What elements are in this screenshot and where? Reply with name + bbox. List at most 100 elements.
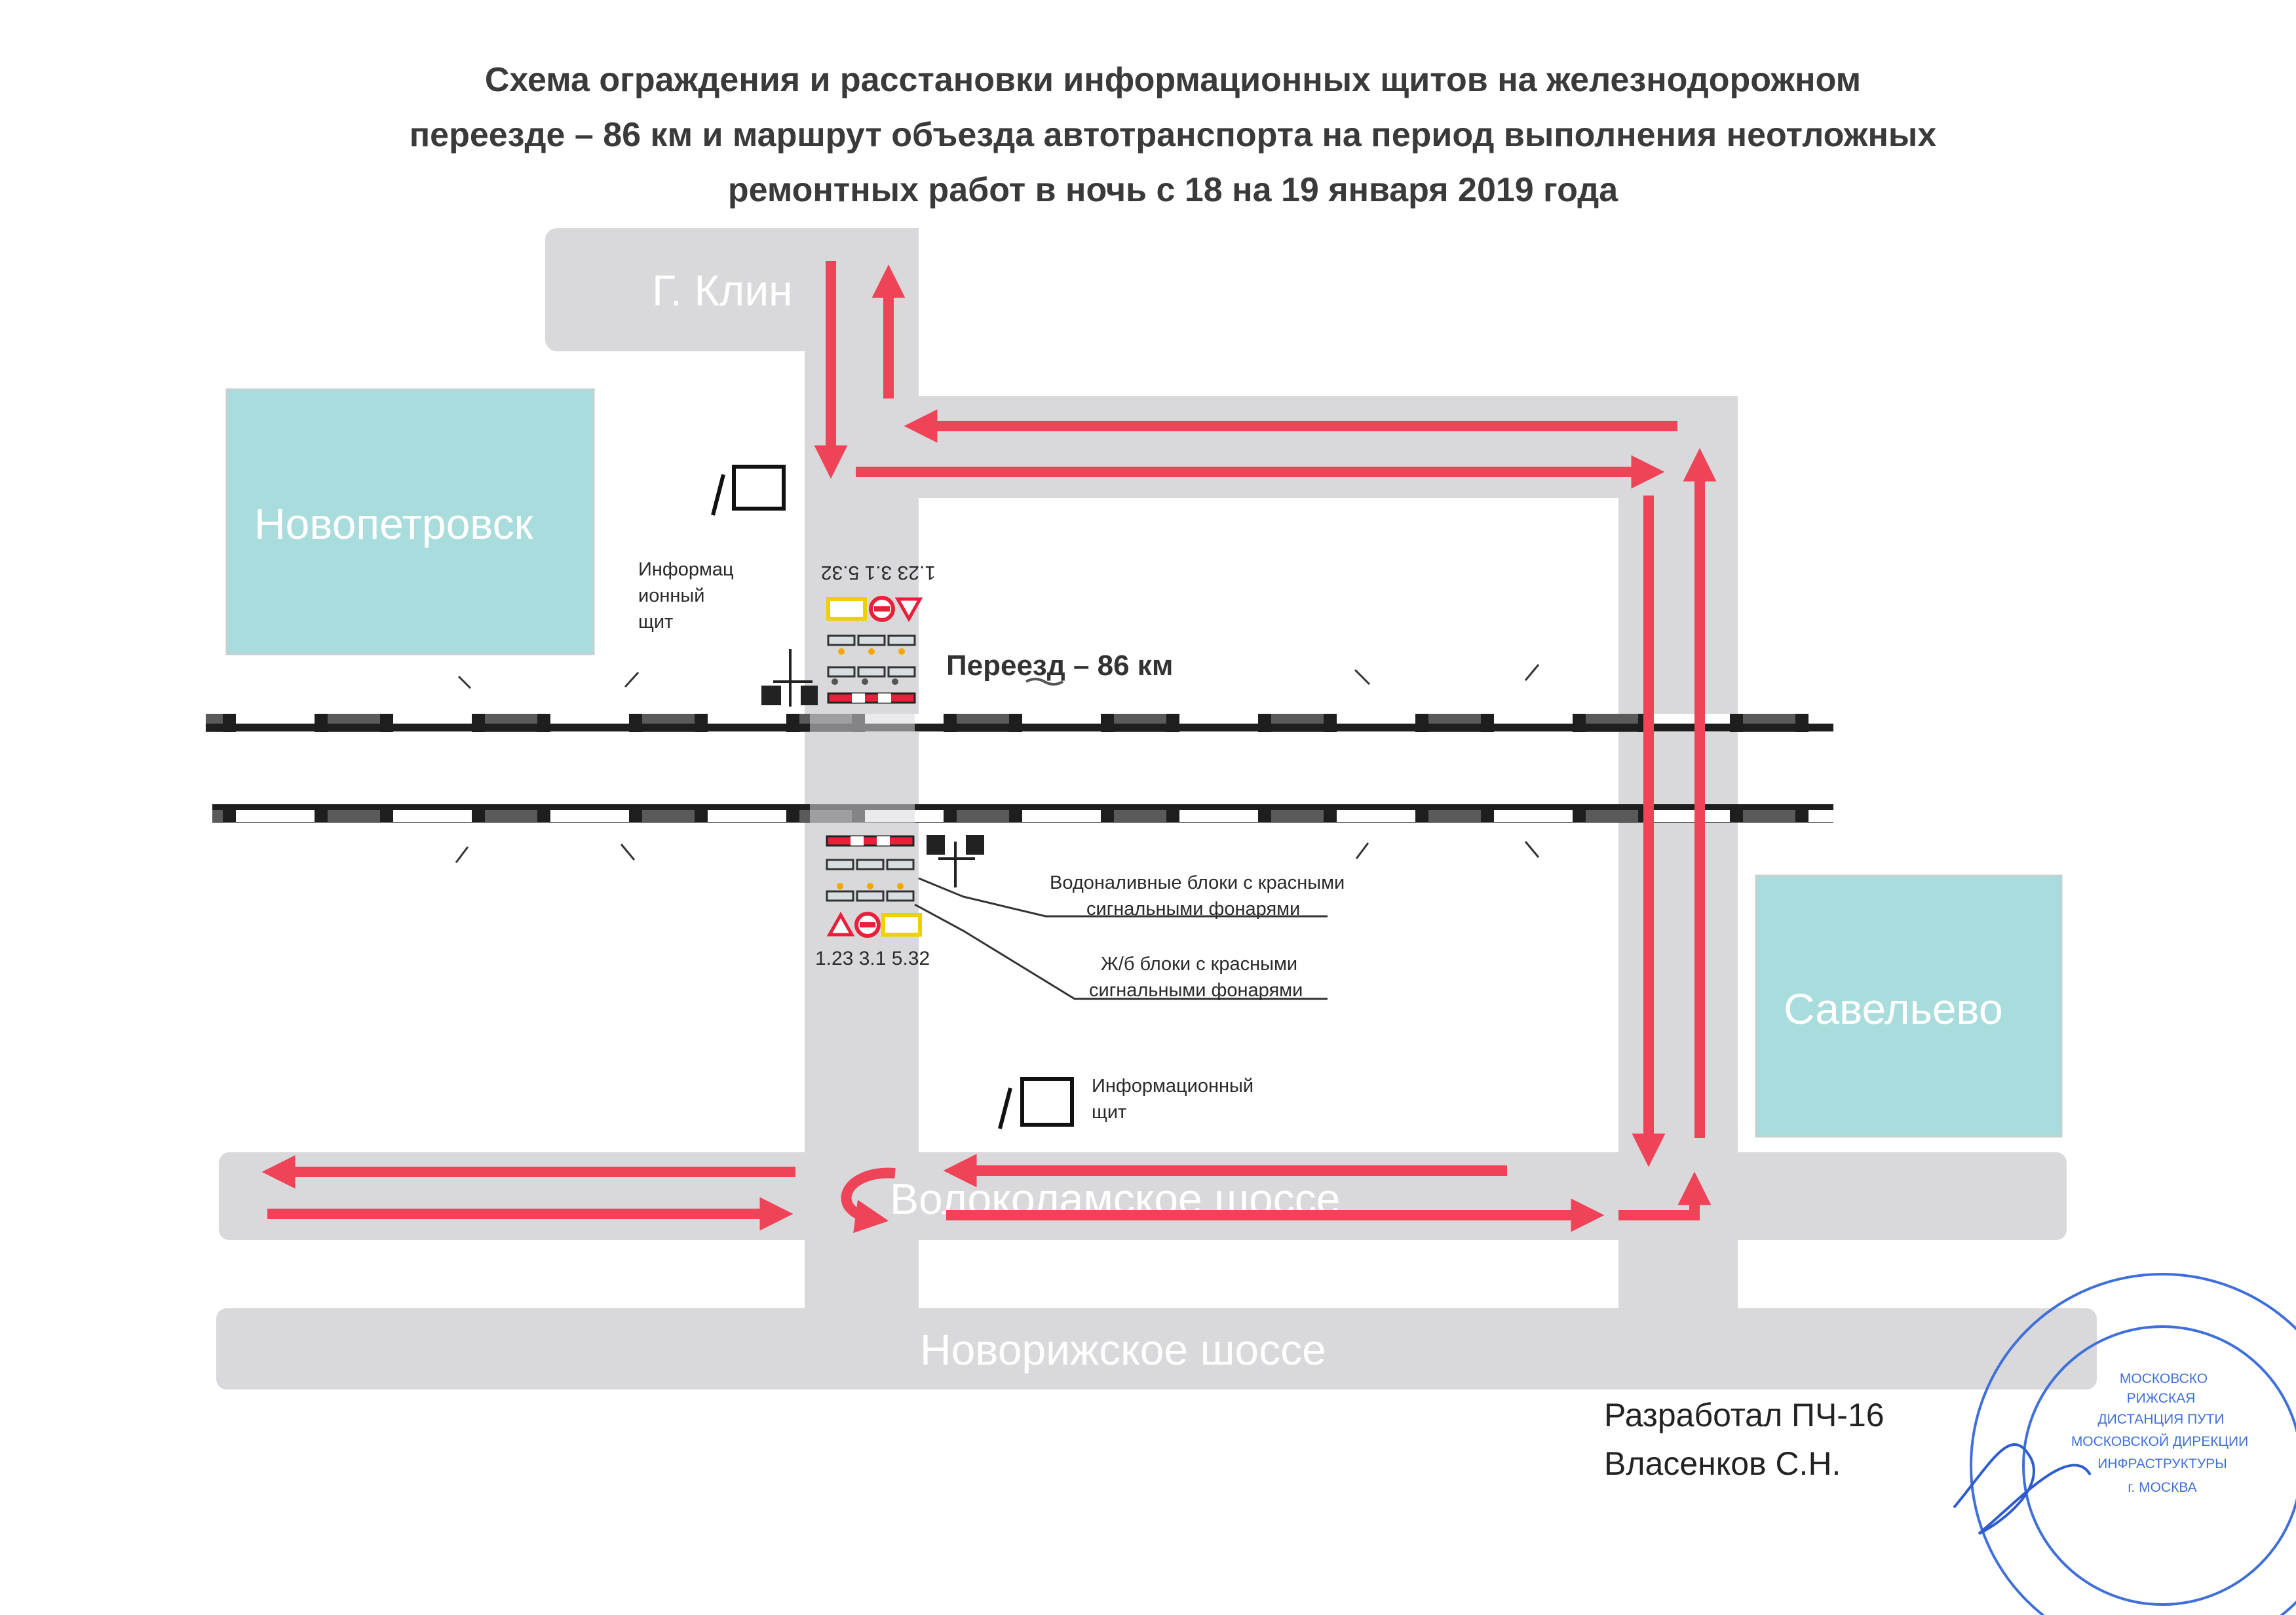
concrete-block <box>827 666 856 678</box>
legend-concrete-blocks-line-1: Ж/б блоки с красными <box>1101 954 1297 975</box>
stamp-line-6: г. МОСКВА <box>2128 1480 2196 1495</box>
signal-lamp <box>867 883 873 889</box>
detour-route <box>261 261 1717 1234</box>
leader-water-blocks <box>918 877 1328 918</box>
stamp-signature-icon <box>1953 1443 2092 1535</box>
tick <box>457 675 472 690</box>
signal-head-icon <box>966 835 984 855</box>
track-1 <box>206 714 1833 732</box>
settlement-saveljevo <box>1755 874 2063 1138</box>
approach-ticks <box>455 664 1540 863</box>
concrete-block <box>857 666 886 678</box>
info-board-bottom-icon <box>998 1077 1074 1129</box>
water-block <box>827 634 856 646</box>
water-block <box>886 890 915 902</box>
signal-lamp <box>868 648 875 655</box>
sign-1-23-icon <box>894 597 923 623</box>
info-board-top-line-3: щит <box>638 612 673 632</box>
crossing-deck <box>810 712 915 827</box>
blocks-bottom <box>826 835 915 902</box>
legend-leaders <box>914 877 1328 1000</box>
stamp-line-2: РИЖСКАЯ <box>2127 1391 2196 1406</box>
signal-head-icon <box>927 835 945 855</box>
stamp-line-5: ИНФРАСТРУКТУРЫ <box>2097 1456 2227 1471</box>
track-2 <box>212 804 1833 823</box>
signal-lamp <box>897 883 904 889</box>
crossing-label-underline <box>1025 678 1063 686</box>
concrete-block <box>826 859 854 870</box>
barrier-stripe <box>851 836 864 846</box>
stamp-line-4: МОСКОВСКОЙ ДИРЕКЦИИ <box>2071 1433 2248 1449</box>
signal-lamp <box>862 678 868 685</box>
barrier-stripe <box>852 693 865 703</box>
sign-1-23-icon <box>826 911 855 937</box>
road-novorizhskoe <box>216 1308 2097 1390</box>
title-line-3: ремонтных работ в ночь с 18 на 19 января… <box>727 171 1618 209</box>
info-board-bottom-line-2: щит <box>1092 1102 1126 1123</box>
stamp-inner-ring <box>2022 1325 2296 1606</box>
road-signs-top <box>826 596 923 623</box>
title-line-2: переезде – 86 км и маршрут объезда автот… <box>409 116 1937 154</box>
concrete-block <box>856 859 885 870</box>
info-board-top-line-2: ионный <box>638 585 704 606</box>
signal-lamp <box>838 648 845 655</box>
water-block <box>856 890 885 902</box>
legend-concrete-blocks-line-2: сигнальными фонарями <box>1089 980 1303 1001</box>
info-board-top-icon <box>711 465 786 516</box>
label-saveljevo: Савельево <box>1784 984 2003 1033</box>
info-board-post <box>711 474 725 516</box>
sign-5-32-icon <box>826 597 867 621</box>
concrete-block <box>886 859 915 870</box>
signal-lamp <box>892 678 898 685</box>
settlement-novopetrovsk <box>225 388 595 655</box>
info-board-panel <box>1020 1077 1074 1127</box>
barrier-bar <box>827 692 916 704</box>
signal-head-icon <box>801 686 818 705</box>
tick <box>1524 841 1540 858</box>
stamp-line-1: МОСКОВСКО <box>2120 1371 2208 1386</box>
signal-lamp <box>832 678 838 685</box>
route-arrow-turn-up <box>1618 1171 1712 1220</box>
tick <box>620 844 636 861</box>
tick <box>1524 664 1540 681</box>
diagram-title: Схема ограждения и расстановки информаци… <box>0 52 2296 218</box>
signal-lamp <box>898 648 905 655</box>
organization-stamp <box>1953 1273 2296 1615</box>
concrete-blocks-row <box>826 859 915 870</box>
crossing-label: Переезд – 86 км <box>946 650 1173 682</box>
stamp-outer-ring <box>1970 1273 2296 1615</box>
sign-5-32-icon <box>881 913 922 937</box>
sign-numbers-bottom: 1.23 3.1 5.32 <box>815 948 930 969</box>
tick <box>1354 669 1371 686</box>
signal-head-icon <box>761 686 781 705</box>
water-blocks-row <box>826 883 915 902</box>
signal-lamp <box>837 883 843 889</box>
author-line-2: Власенков С.Н. <box>1604 1445 1841 1482</box>
railway-tracks <box>206 712 1833 827</box>
water-blocks-row <box>827 634 916 655</box>
water-block <box>826 890 854 902</box>
sign-3-1-bar <box>874 606 890 612</box>
tick <box>624 671 640 688</box>
barrier-stripe <box>878 693 891 703</box>
stamp-line-3: ДИСТАНЦИЯ ПУТИ <box>2097 1412 2224 1427</box>
legend-water-blocks-line-1: Водоналивные блоки с красными <box>1050 872 1345 893</box>
info-board-panel <box>732 465 786 511</box>
title-line-1: Схема ограждения и расстановки информаци… <box>484 61 1862 99</box>
crossing-signal-top <box>761 649 818 707</box>
water-block <box>857 634 886 646</box>
legend-water-blocks-line-2: сигнальными фонарями <box>1086 899 1300 920</box>
barrier-stripe <box>877 836 890 846</box>
label-novopetrovsk: Новопетровск <box>254 499 534 548</box>
concrete-blocks-row <box>827 666 916 685</box>
info-board-post <box>998 1087 1012 1129</box>
tick <box>455 846 469 863</box>
sign-3-1-bar <box>860 922 875 927</box>
leader-concrete-blocks <box>914 903 1328 1000</box>
author-line-1: Разработал ПЧ-16 <box>1604 1397 1885 1433</box>
label-novorizhskoe: Новорижское шоссе <box>920 1325 1326 1374</box>
concrete-block <box>887 666 916 678</box>
blocks-top <box>827 634 916 704</box>
info-board-top-line-1: Информац <box>638 559 734 580</box>
